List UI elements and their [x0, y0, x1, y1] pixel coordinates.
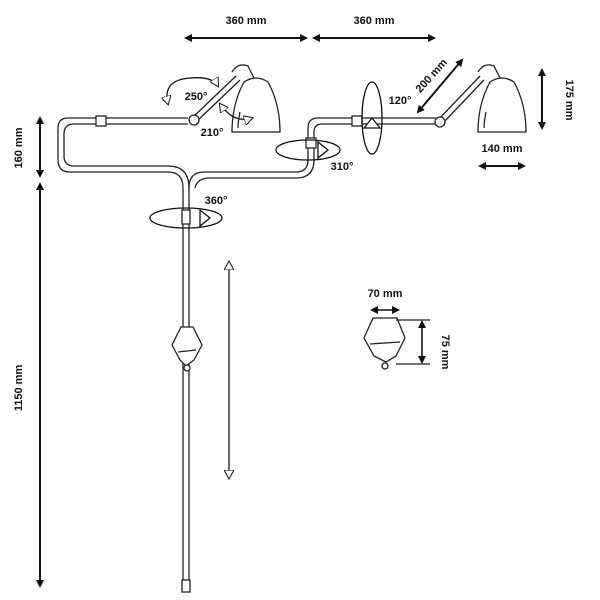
elbow-arm — [188, 117, 436, 189]
elbow-drop-label: 160 mm — [13, 127, 25, 168]
mast-rotation-arrow-head — [199, 208, 212, 228]
arm-rotation-label: 120° — [389, 95, 412, 107]
right-shade-inner — [483, 111, 487, 129]
upper-arm-length-label: 360 mm — [226, 15, 267, 27]
left-shade-neck — [231, 64, 255, 79]
shade-swivel-label: 250° — [185, 91, 208, 103]
mast-collar — [181, 209, 191, 225]
arm-collar-left — [95, 115, 107, 127]
shade-height-label: 175 mm — [563, 80, 575, 121]
shade-tilt-label: 210° — [201, 127, 224, 139]
elbow-rotation-arrow-head — [317, 140, 330, 160]
lamp-structure — [57, 115, 436, 593]
left-arm-joint — [188, 114, 200, 126]
main-arm — [57, 117, 188, 212]
right-articulated-arm-inner — [441, 79, 485, 125]
bracket-height-label: 75 mm — [439, 335, 451, 370]
mast-bracket-knob — [183, 364, 191, 372]
right-articulated-arm — [437, 75, 481, 121]
mast-end — [181, 579, 191, 593]
bracket-width-label: 70 mm — [368, 288, 403, 300]
arm-rotation-ellipse — [361, 81, 383, 155]
dimension-lines — [36, 34, 546, 588]
bracket-body — [363, 317, 406, 363]
rotation-arrows — [149, 78, 383, 229]
left-shade — [231, 77, 281, 133]
elbow-rotation-ellipse — [275, 139, 341, 161]
bracket-detail-line — [369, 341, 401, 345]
shade-tilt-arrow — [220, 104, 252, 119]
arm-collar-right — [351, 115, 363, 127]
mast-bracket-detail — [177, 349, 197, 353]
elbow-arm-inner — [194, 123, 436, 189]
right-shade — [477, 77, 527, 133]
articulated-arm-dim-line — [416, 58, 464, 114]
outer-arm-length-label: 360 mm — [354, 15, 395, 27]
elbow-rotation-label: 310° — [331, 161, 354, 173]
mast-bracket — [171, 326, 203, 367]
right-lamp-head — [434, 64, 527, 133]
total-height-label: 1150 mm — [13, 365, 25, 412]
mast-rotation-ellipse — [149, 207, 223, 229]
bracket-detail — [363, 317, 430, 370]
arm-rotation-arrow-head — [362, 116, 382, 129]
bracket-knob — [381, 362, 389, 370]
right-shade-neck — [477, 64, 501, 79]
main-arm-inner — [63, 123, 190, 212]
shade-width-label: 140 mm — [482, 143, 523, 155]
right-arm-joint — [434, 116, 446, 128]
mast-rotation-label: 360° — [205, 195, 228, 207]
articulated-arm-length-label: 200 mm — [414, 57, 450, 96]
shade-swivel-arrow — [167, 78, 218, 104]
elbow-collar — [305, 137, 317, 149]
